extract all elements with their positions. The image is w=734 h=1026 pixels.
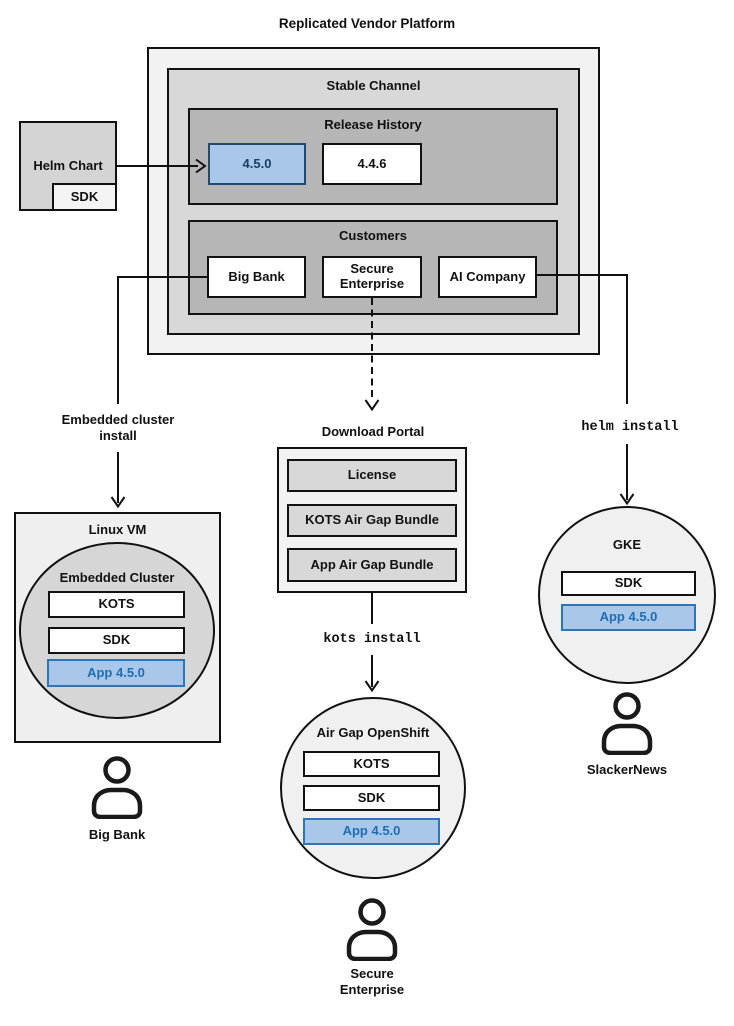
helm-chart-sdk-box: SDK [52,183,117,211]
kots-install-arrowhead-icon [364,680,380,693]
customer-secure-enterprise-box: Secure Enterprise [322,256,422,298]
portal-app-bundle-box: App Air Gap Bundle [287,548,457,582]
release-4-4-6-box: 4.4.6 [322,143,422,185]
customer-big-bank-box: Big Bank [207,256,306,298]
kots-install-label: kots install [323,632,421,647]
stable-channel-label: Stable Channel [326,78,421,93]
airgap-app-box: App 4.5.0 [303,818,440,845]
portal-kots-bundle-box: KOTS Air Gap Bundle [287,504,457,537]
big-bank-user-icon [91,756,143,819]
portal-license-box: License [287,459,457,492]
helm-install-arrowhead-icon [619,493,635,506]
linux-vm-label: Linux VM [88,522,147,537]
airgap-openshift-label: Air Gap OpenShift [316,725,430,740]
helm-install-label: helm install [581,420,679,435]
helm-chart-label: Helm Chart [33,158,103,173]
big-bank-user-label: Big Bank [88,827,146,842]
embedded-cluster-label: Embedded Cluster [59,570,175,585]
airgap-sdk-box: SDK [303,785,440,811]
secure-enterprise-user-icon [346,898,398,961]
slackernews-user-label: SlackerNews [586,762,668,777]
release-history-label: Release History [324,117,422,132]
embedded-install-arrowhead-icon [110,496,126,509]
secure-enterprise-user-label: Secure Enterprise [339,966,405,998]
linux-vm-sdk-box: SDK [48,627,185,654]
customer-ai-company-box: AI Company [438,256,537,298]
slackernews-user-icon [601,692,653,755]
gke-sdk-box: SDK [561,571,696,596]
linux-vm-app-box: App 4.5.0 [47,659,185,687]
download-portal-arrowhead-icon [364,399,380,412]
release-4-5-0-box: 4.5.0 [208,143,306,185]
customers-label: Customers [339,228,407,243]
embedded-cluster-install-label: Embedded cluster install [61,412,175,444]
gke-label: GKE [612,537,642,552]
diagram-title: Replicated Vendor Platform [278,16,456,31]
download-portal-label: Download Portal [321,424,425,439]
linux-vm-kots-box: KOTS [48,591,185,618]
airgap-kots-box: KOTS [303,751,440,777]
gke-app-box: App 4.5.0 [561,604,696,631]
